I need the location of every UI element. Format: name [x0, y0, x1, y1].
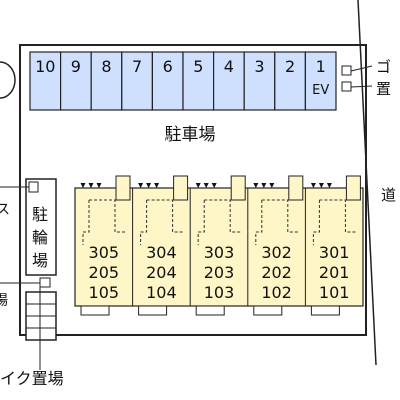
balcony	[80, 305, 110, 316]
parking-space-number: 6	[163, 57, 173, 76]
road-label: 道	[381, 186, 396, 204]
parking-space-number: 10	[35, 57, 55, 76]
balcony	[138, 305, 168, 316]
arrow-marker	[154, 183, 160, 188]
unit-number-301: 301	[319, 243, 350, 262]
parking-space-3	[243, 51, 276, 111]
arrow-marker	[80, 183, 86, 188]
stair-notch	[288, 175, 304, 201]
arrow-marker	[88, 183, 94, 188]
parking-space-number: 3	[254, 57, 264, 76]
parking-space-number: 9	[71, 57, 81, 76]
bike-parking-marker	[39, 277, 51, 288]
arrow-marker	[310, 183, 316, 188]
parking-space-5	[182, 51, 215, 111]
arrow-marker	[146, 183, 152, 188]
arrow-marker	[318, 183, 324, 188]
unit-number-104: 104	[146, 283, 177, 302]
unit-number-305: 305	[89, 243, 120, 262]
ev-label: EV	[312, 83, 329, 98]
unit-number-105: 105	[89, 283, 120, 302]
parking-space-4	[213, 51, 245, 111]
parking-space-10	[29, 51, 62, 111]
parking-space-number: 4	[224, 57, 234, 76]
parking-space-number: 5	[193, 57, 203, 76]
garbage-leader-1	[350, 65, 373, 72]
parking-space-1	[304, 51, 337, 111]
unit-interior-outline	[312, 199, 358, 245]
balcony	[310, 305, 340, 316]
stair-notch	[115, 175, 131, 201]
stair-notch	[230, 175, 246, 201]
parking-space-2	[274, 51, 306, 111]
bicycle-parking-marker	[28, 181, 39, 193]
unit-number-304: 304	[146, 243, 177, 262]
bike-parking-label: イク置場	[0, 369, 64, 388]
garbage-box-upper	[341, 65, 352, 76]
unit-number-204: 204	[146, 263, 177, 282]
bicycle-label-1: 駐	[32, 205, 48, 224]
unit-interior-outline	[82, 199, 127, 245]
left-label-bottom: 場	[0, 293, 8, 309]
building-body	[74, 187, 364, 307]
unit-number-205: 205	[89, 263, 120, 282]
unit-number-102: 102	[261, 283, 292, 302]
stair-notch	[173, 175, 189, 201]
road-edge-line	[357, 0, 377, 366]
balcony	[253, 305, 283, 316]
parking-space-number: 7	[132, 57, 142, 76]
arrow-marker	[211, 183, 217, 188]
parking-label: 駐車場	[165, 125, 216, 145]
arrow-marker	[203, 183, 209, 188]
stair-notch	[345, 175, 361, 201]
unit-number-201: 201	[319, 263, 350, 282]
garbage-label-bottom: 置	[376, 80, 391, 98]
unit-number-103: 103	[204, 283, 235, 302]
balcony	[195, 305, 225, 316]
unit-interior-outline	[140, 199, 185, 245]
unit-interior-outline	[197, 199, 243, 245]
unit-number-303: 303	[204, 243, 235, 262]
arrow-marker	[261, 183, 267, 188]
arrow-marker	[326, 183, 332, 188]
property-boundary	[19, 44, 367, 336]
parking-space-number: 1	[316, 57, 326, 76]
unit-number-101: 101	[319, 283, 350, 302]
garbage-leader-2	[350, 85, 373, 88]
arrow-marker	[253, 183, 259, 188]
parking-space-8	[90, 51, 123, 111]
parking-space-number: 8	[101, 57, 111, 76]
parking-space-number: 2	[285, 57, 295, 76]
arrow-marker	[195, 183, 201, 188]
unit-interior-outline	[255, 199, 300, 245]
bicycle-label-2: 輪	[32, 228, 48, 247]
arrow-marker	[96, 183, 102, 188]
garbage-box-lower	[341, 81, 352, 92]
partial-circle-mark	[0, 61, 16, 99]
garbage-label-top: ゴ	[376, 58, 391, 76]
unit-number-302: 302	[261, 243, 292, 262]
arrow-marker	[269, 183, 275, 188]
bicycle-parking-area	[25, 178, 57, 276]
unit-number-202: 202	[261, 263, 292, 282]
arrow-marker	[138, 183, 144, 188]
bicycle-label-3: 場	[32, 251, 48, 270]
unit-number-203: 203	[204, 263, 235, 282]
left-label-top: ス	[0, 202, 10, 218]
parking-space-7	[121, 51, 154, 111]
parking-row: 10 9 8 7 6 5 4 3 2 1EV	[29, 51, 337, 111]
